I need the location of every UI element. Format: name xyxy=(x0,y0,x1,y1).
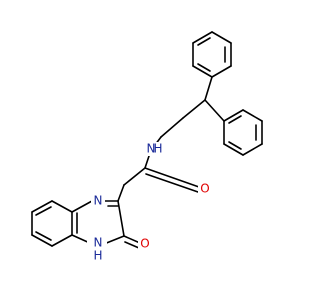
phenyl-top-bond xyxy=(192,65,213,78)
phenyl-top-double-bond xyxy=(197,37,211,46)
chain-bond xyxy=(160,117,184,138)
phenyl-right-double-bond xyxy=(228,115,242,124)
ring-bond xyxy=(117,200,125,237)
phenyl-top-bond xyxy=(211,31,232,44)
chain-bond xyxy=(204,76,213,101)
atom-n-ring-bottom-h: H xyxy=(93,249,102,263)
atom-n-ring-top-label: N xyxy=(94,194,103,208)
atom-n-amide-h: H xyxy=(153,142,162,156)
benzo-double-bond xyxy=(35,206,52,216)
atom-n-ring-bottom: N H xyxy=(87,236,107,265)
chain-bond xyxy=(123,167,146,186)
atom-n-ring-bottom-label: N xyxy=(94,236,103,250)
benzo-bond xyxy=(51,200,73,213)
chain-bond xyxy=(204,99,225,122)
molecule-structure: N H O N N H O xyxy=(31,31,263,265)
phenyl-right-double-bond xyxy=(228,141,242,150)
benzo-bond xyxy=(51,234,73,247)
benzo-bond xyxy=(31,234,53,247)
phenyl-top-double-bond xyxy=(197,63,211,72)
atom-o-ring-label: O xyxy=(140,237,149,251)
bond-layer xyxy=(31,31,263,249)
amide-carbonyl-bond xyxy=(144,167,200,188)
atom-n-amide-label: N xyxy=(147,142,156,156)
ring-double-bond xyxy=(124,241,140,249)
atom-o-amide-label: O xyxy=(200,182,209,196)
chain-bond xyxy=(182,99,206,119)
atom-n-amide: N H xyxy=(147,142,163,156)
ring-bond xyxy=(71,200,93,213)
benzo-bond xyxy=(31,200,53,213)
atom-label-layer: N H O N N H O xyxy=(87,142,212,265)
phenyl-top-bond xyxy=(192,31,213,44)
phenyl-right-bond xyxy=(242,143,263,156)
ring-bond xyxy=(123,235,141,244)
amide-carbonyl-bond xyxy=(145,173,199,193)
phenyl-right-bond xyxy=(242,109,263,122)
atom-o-ring: O xyxy=(138,237,152,251)
atom-n-ring-top: N xyxy=(91,194,105,208)
phenyl-top-bond xyxy=(211,65,232,78)
atom-o-amide: O xyxy=(198,182,212,196)
phenyl-right-bond xyxy=(223,109,244,122)
ring-bond xyxy=(103,235,125,245)
benzo-double-bond xyxy=(35,231,52,241)
chain-bond xyxy=(117,184,125,202)
phenyl-right-bond xyxy=(223,143,244,156)
